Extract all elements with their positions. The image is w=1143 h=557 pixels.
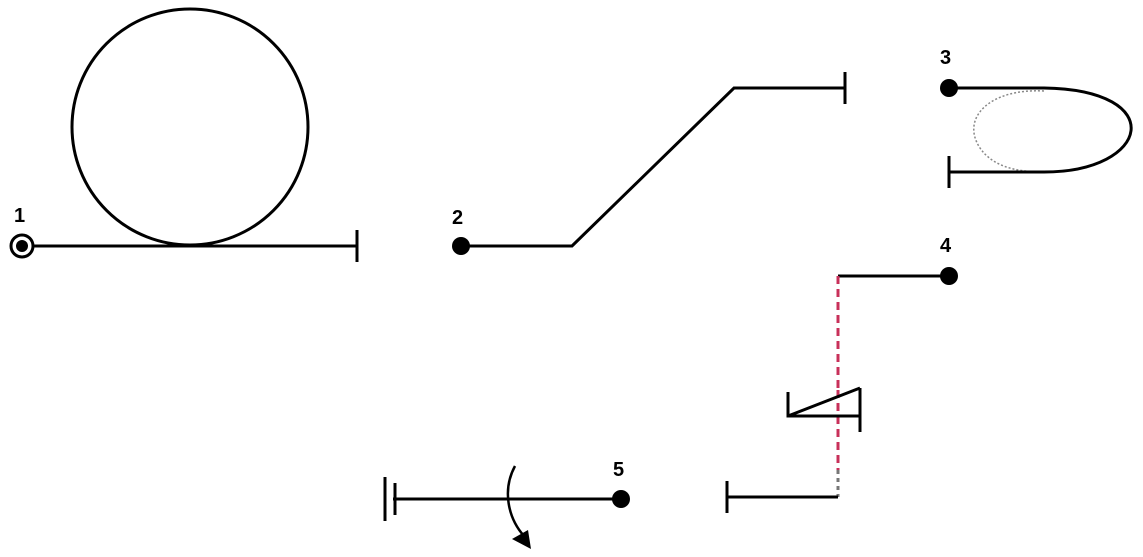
diagram-3-hidden-loop	[973, 90, 1045, 173]
diagram-3-start-dot	[940, 79, 958, 97]
diagram-2-start-dot	[452, 237, 470, 255]
diagram-3-visible-loop	[949, 86, 1133, 174]
diagram-2-path	[461, 86, 845, 248]
diagram-1-circle	[70, 7, 310, 247]
diagram-1: 1	[9, 7, 359, 262]
diagram-2-number: 2	[452, 207, 463, 229]
diagram-4-start-dot	[940, 267, 958, 285]
diagram-1-start-dot	[16, 240, 28, 252]
diagram-3: 3	[940, 47, 1133, 188]
diagram-5-start-dot	[612, 490, 630, 508]
diagram-4: 4	[725, 235, 958, 513]
diagram-5-twist-arrow	[506, 465, 525, 537]
diagram-5: 5	[383, 459, 630, 549]
diagram-1-number: 1	[14, 205, 25, 227]
diagram-2: 2	[452, 72, 847, 255]
diagram-3-number: 3	[940, 47, 951, 69]
diagram-5-arrowhead	[512, 530, 531, 549]
diagram-4-number: 4	[940, 235, 952, 257]
diagram-4-slash-diagonal	[787, 386, 861, 418]
diagram-5-number: 5	[613, 459, 624, 481]
